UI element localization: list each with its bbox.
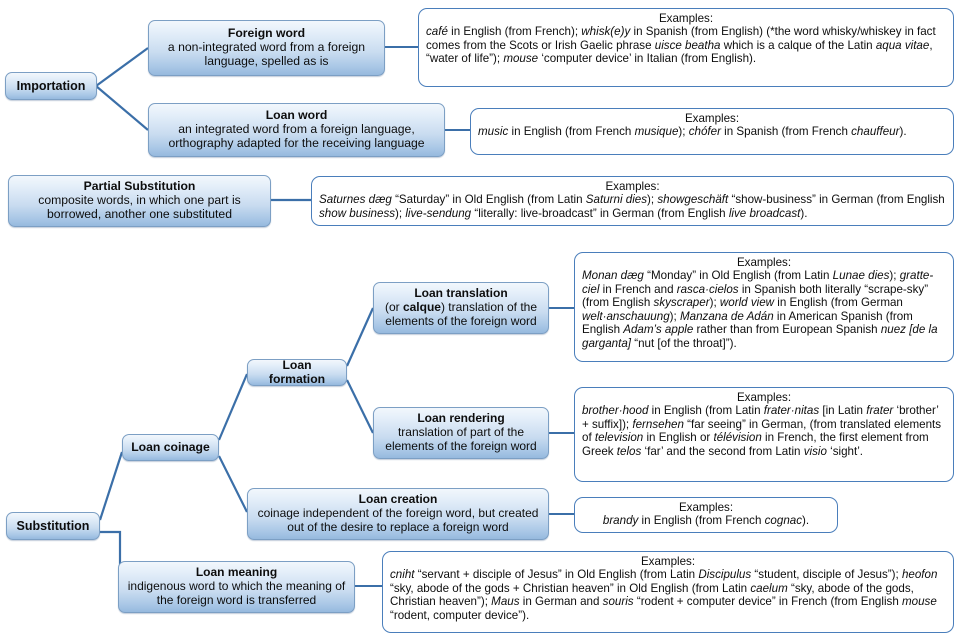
examples-heading: Examples: bbox=[640, 555, 696, 568]
examples-loan-creation: Examples: brandy in English (from French… bbox=[574, 497, 838, 533]
examples-heading: Examples: bbox=[736, 256, 792, 269]
node-loan-word-desc: an integrated word from a foreign langua… bbox=[168, 122, 425, 150]
node-loan-translation[interactable]: Loan translation (or calque) translation… bbox=[373, 282, 549, 334]
node-partial-substitution-desc: composite words, in which one part is bo… bbox=[38, 193, 241, 221]
examples-loan-translation-body: Monan dæg “Monday” in Old English (from … bbox=[582, 269, 938, 350]
node-foreign-word-desc: a non-integrated word from a foreign lan… bbox=[167, 40, 366, 68]
node-loan-translation-desc: (or calque) translation of the elements … bbox=[384, 300, 538, 328]
node-loan-meaning-title: Loan meaning bbox=[195, 565, 278, 580]
node-loan-formation[interactable]: Loan formation bbox=[247, 357, 347, 386]
examples-heading: Examples: bbox=[658, 12, 714, 25]
examples-foreign-word: Examples: café in English (from French);… bbox=[418, 8, 954, 87]
node-substitution[interactable]: Substitution bbox=[6, 512, 100, 540]
connector-loan-coinage-loan-creation bbox=[218, 455, 248, 513]
node-loan-creation[interactable]: Loan creation coinage independent of the… bbox=[247, 488, 549, 540]
node-loan-creation-desc: coinage independent of the foreign word,… bbox=[257, 506, 539, 534]
examples-loan-rendering-body: brother·hood in English (from Latin frat… bbox=[582, 404, 942, 458]
examples-heading: Examples: bbox=[678, 501, 734, 514]
examples-loan-word: Examples: music in English (from French … bbox=[470, 108, 954, 155]
node-loan-coinage[interactable]: Loan coinage bbox=[122, 434, 219, 461]
node-loan-word-title: Loan word bbox=[265, 108, 328, 123]
node-loan-translation-title: Loan translation bbox=[414, 286, 508, 301]
examples-foreign-word-body: café in English (from French); whisk(e)y… bbox=[426, 25, 936, 66]
examples-heading: Examples: bbox=[605, 180, 660, 193]
node-loan-meaning-desc: indigenous word to which the meaning of … bbox=[127, 579, 346, 607]
node-loan-creation-title: Loan creation bbox=[358, 492, 438, 507]
connector-loan-formation-loan-translation bbox=[345, 307, 375, 367]
examples-partial-substitution: Examples: Saturnes dæg “Saturday” in Old… bbox=[311, 176, 954, 226]
node-loan-formation-title: Loan formation bbox=[268, 357, 326, 386]
examples-loan-word-body: music in English (from French musique); … bbox=[478, 125, 907, 139]
node-foreign-word[interactable]: Foreign word a non-integrated word from … bbox=[148, 20, 385, 76]
node-partial-substitution[interactable]: Partial Substitution composite words, in… bbox=[8, 175, 271, 227]
examples-loan-translation: Examples: Monan dæg “Monday” in Old Engl… bbox=[574, 252, 954, 362]
examples-loan-meaning: Examples: cniht “servant + disciple of J… bbox=[382, 551, 954, 633]
examples-loan-rendering: Examples: brother·hood in English (from … bbox=[574, 387, 954, 482]
connector-substitution-loan-coinage bbox=[98, 451, 124, 521]
node-loan-coinage-title: Loan coinage bbox=[131, 439, 210, 454]
node-loan-word[interactable]: Loan word an integrated word from a fore… bbox=[148, 103, 445, 157]
node-foreign-word-title: Foreign word bbox=[227, 26, 306, 41]
node-loan-meaning[interactable]: Loan meaning indigenous word to which th… bbox=[118, 561, 355, 613]
examples-heading: Examples: bbox=[736, 391, 792, 404]
connector-loan-formation-loan-rendering bbox=[346, 379, 374, 434]
examples-loan-creation-body: brandy in English (from French cognac). bbox=[602, 514, 810, 528]
connector-loan-coinage-loan-formation bbox=[217, 373, 249, 441]
node-loan-rendering[interactable]: Loan rendering translation of part of th… bbox=[373, 407, 549, 459]
connector-importation-foreign-word bbox=[95, 47, 149, 87]
examples-loan-meaning-body: cniht “servant + disciple of Jesus” in O… bbox=[390, 568, 938, 622]
connector-importation-loan-word bbox=[95, 85, 149, 131]
node-partial-substitution-title: Partial Substitution bbox=[83, 179, 196, 194]
node-loan-rendering-desc: translation of part of the elements of t… bbox=[385, 425, 537, 453]
node-importation[interactable]: Importation bbox=[5, 72, 97, 100]
examples-heading: Examples: bbox=[684, 112, 740, 125]
node-importation-title: Importation bbox=[16, 78, 86, 93]
examples-partial-substitution-body: Saturnes dæg “Saturday” in Old English (… bbox=[319, 193, 945, 220]
node-loan-rendering-title: Loan rendering bbox=[417, 411, 505, 426]
node-substitution-title: Substitution bbox=[16, 518, 90, 533]
